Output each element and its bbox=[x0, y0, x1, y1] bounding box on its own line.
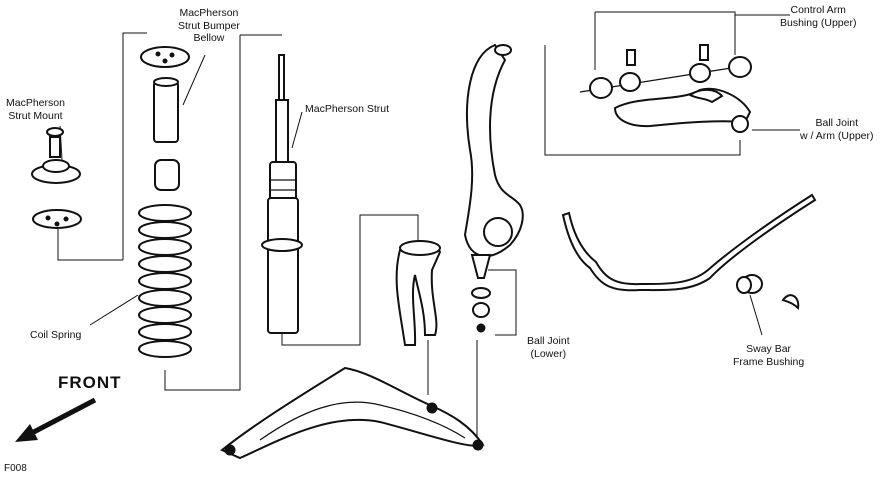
label-strut-bumper-bellow: MacPherson Strut Bumper Bellow bbox=[178, 7, 240, 44]
lower-ball-joint-part bbox=[470, 254, 492, 333]
label-ball-joint-lower: Ball Joint (Lower) bbox=[527, 335, 570, 360]
front-label: FRONT bbox=[58, 373, 122, 392]
connector-lines bbox=[57, 11, 800, 440]
knuckle-part bbox=[463, 43, 524, 258]
coil-spring-part bbox=[138, 204, 192, 358]
label-control-arm-bushing: Control Arm Bushing (Upper) bbox=[780, 4, 857, 29]
strut-mount-part bbox=[31, 127, 82, 229]
front-arrow-icon bbox=[15, 397, 97, 442]
lower-control-arm-part bbox=[220, 366, 485, 460]
label-strut: MacPherson Strut bbox=[305, 103, 390, 115]
label-sway-bar-bushing: Sway Bar Frame Bushing bbox=[733, 343, 805, 368]
sway-bar-part bbox=[561, 193, 817, 311]
bumper-bellow-part bbox=[140, 46, 190, 191]
label-coil-spring: Coil Spring bbox=[30, 329, 82, 341]
upper-control-arm-part bbox=[579, 44, 752, 133]
strut-part bbox=[261, 54, 303, 334]
fork-part bbox=[395, 240, 442, 346]
label-strut-mount: MacPherson Strut Mount bbox=[6, 97, 65, 122]
label-ball-joint-upper: Ball Joint w / Arm (Upper) bbox=[800, 117, 874, 142]
figure-code: F008 bbox=[4, 463, 27, 474]
